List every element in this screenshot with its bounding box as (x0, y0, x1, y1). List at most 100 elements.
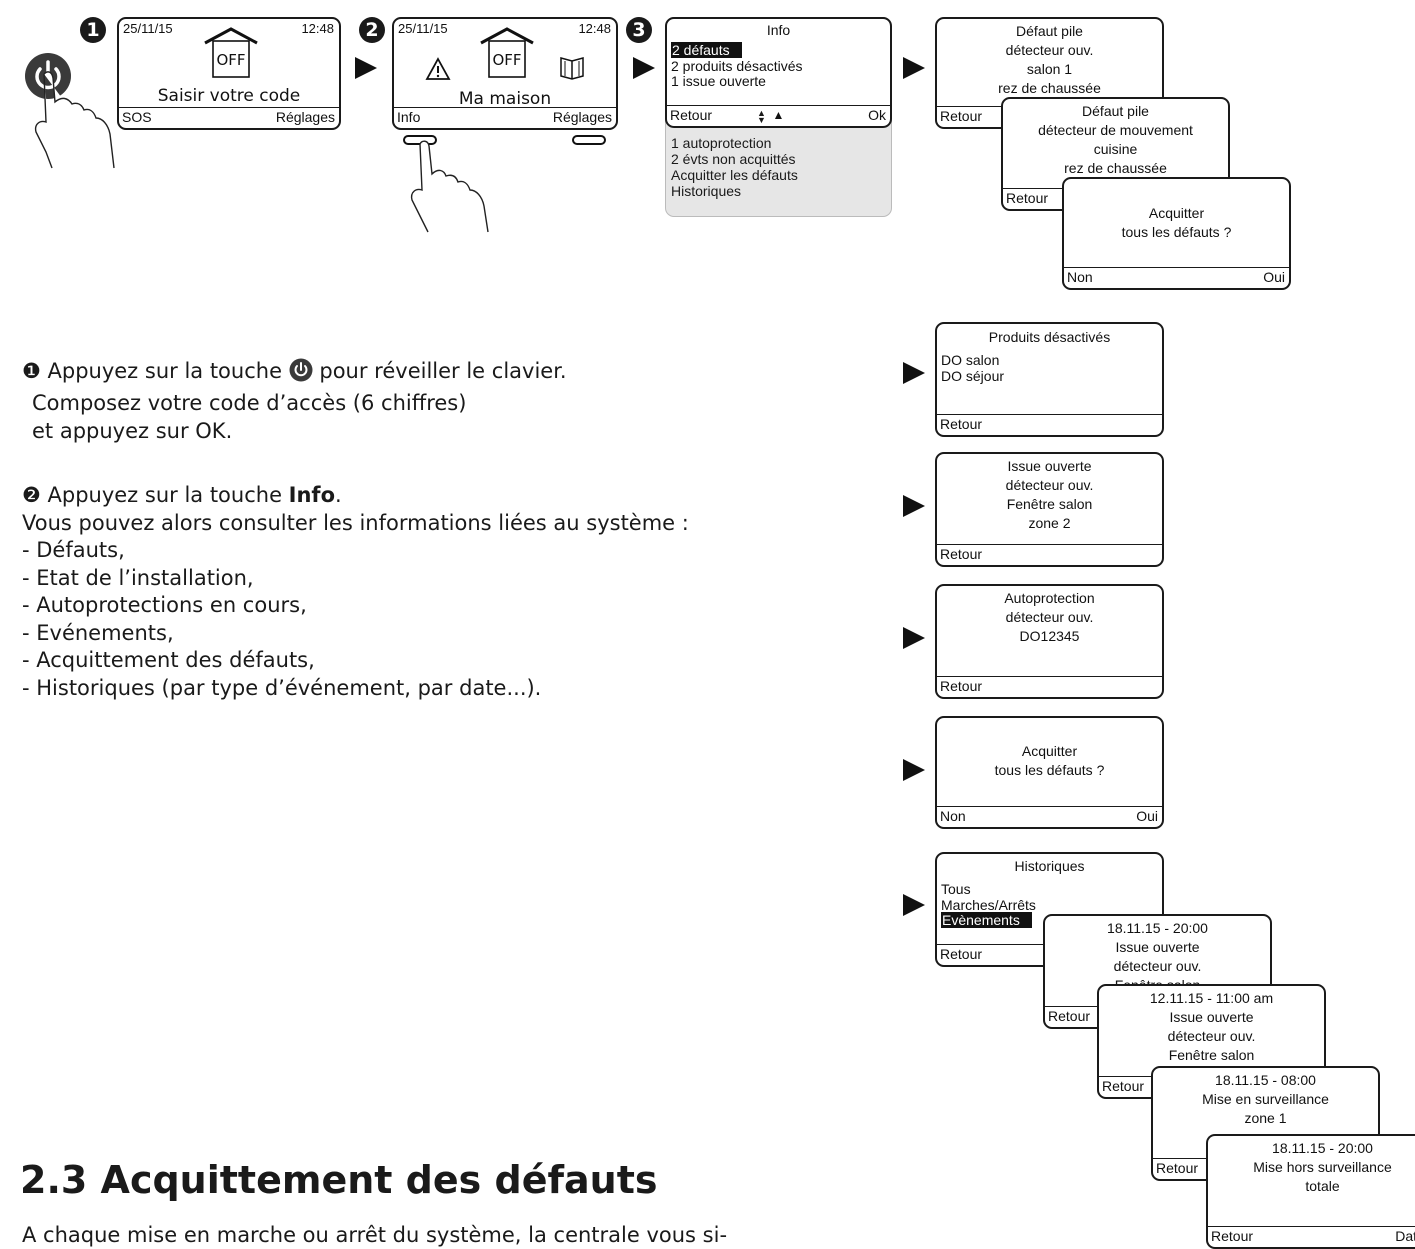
fault-line: rez de chaussée (1064, 160, 1167, 176)
event-line: zone 1 (1244, 1110, 1287, 1126)
event-line: Issue ouverte (1115, 939, 1200, 955)
screen-title: Ma maison (458, 89, 552, 109)
menu-item-acknowledge-faults[interactable]: Acquitter les défauts (671, 167, 798, 183)
list-item: - Historiques (par type d’événement, par… (22, 675, 542, 700)
screen-date: 25/11/15 (123, 21, 173, 36)
no-softkey[interactable]: Non (1067, 269, 1093, 285)
info-line: zone 2 (1028, 515, 1071, 531)
info-line: détecteur ouv. (1005, 477, 1094, 493)
arrow-right-icon (355, 57, 377, 79)
menu-item-unacknowledged[interactable]: 2 évts non acquittés (671, 151, 796, 167)
arrow-right-icon (903, 894, 925, 916)
step-3-badge: 3 (626, 17, 652, 43)
screen-date: 25/11/15 (398, 21, 448, 36)
event-line: détecteur ouv. (1113, 958, 1202, 974)
warning-icon (425, 57, 451, 84)
ok-softkey[interactable]: Ok (868, 107, 886, 123)
info-softkey[interactable]: Info (397, 109, 421, 125)
text-line: Vous pouvez alors consulter les informat… (22, 510, 689, 535)
date-softkey[interactable]: Dat (1395, 1228, 1415, 1244)
power-button-icon (289, 358, 313, 389)
fault-line: cuisine (1093, 141, 1138, 157)
arrow-right-icon (903, 627, 925, 649)
list-item: - Autoprotections en cours, (22, 593, 307, 617)
screen-time: 12:48 (301, 21, 334, 36)
fault-line: Défaut pile (1082, 103, 1149, 119)
text-line: ❶ Appuyez sur la touche (22, 359, 282, 383)
list-item: - Etat de l’installation, (22, 565, 254, 590)
back-softkey[interactable]: Retour (1048, 1008, 1091, 1024)
fault-line: rez de chaussée (998, 80, 1101, 96)
screen-event-2: 12.11.15 - 11:00 am Issue ouverte détect… (1097, 984, 1326, 1099)
info-line: Fenêtre salon (1006, 496, 1093, 512)
info-line: détecteur ouv. (1005, 609, 1094, 625)
event-line: 18.11.15 - 20:00 (1107, 920, 1208, 936)
no-softkey[interactable]: Non (940, 808, 966, 824)
settings-softkey[interactable]: Réglages (275, 109, 335, 125)
screen-tamper: Autoprotection détecteur ouv. DO12345 Re… (935, 584, 1164, 699)
fault-line: salon 1 (1026, 61, 1073, 77)
back-softkey[interactable]: Retour (1102, 1078, 1145, 1094)
step-2-badge: 2 (359, 17, 385, 43)
screen-disabled-products: Produits désactivés DO salon DO séjour R… (935, 322, 1164, 437)
list-item: - Evénements, (22, 620, 174, 645)
back-softkey[interactable]: Retour (940, 108, 983, 124)
back-softkey[interactable]: Retour (1006, 190, 1049, 206)
info-line: Issue ouverte (1007, 458, 1092, 474)
confirm-line: tous les défauts ? (994, 762, 1105, 778)
settings-key-button[interactable] (572, 135, 606, 145)
screen-acknowledge-confirm-2: Acquitter tous les défauts ? Non Oui (935, 716, 1164, 829)
screen-time: 12:48 (578, 21, 611, 36)
confirm-line: tous les défauts ? (1121, 224, 1232, 240)
menu-title: Info (766, 22, 791, 38)
event-line: 18.11.15 - 08:00 (1215, 1072, 1316, 1088)
fault-line: détecteur de mouvement (1038, 122, 1193, 138)
text-line: Composez votre code d’accès (6 chiffres) (32, 391, 467, 415)
updown-arrows-icon: ▲▼ (757, 108, 766, 125)
text-line: . (335, 483, 342, 507)
back-softkey[interactable]: Retour (940, 678, 983, 694)
text-line: ❷ Appuyez sur la touche (22, 483, 289, 507)
step-1-badge: 1 (80, 17, 106, 43)
settings-softkey[interactable]: Réglages (552, 109, 612, 125)
arrow-right-icon (903, 759, 925, 781)
sos-softkey[interactable]: SOS (122, 109, 152, 125)
event-line: 12.11.15 - 11:00 am (1149, 990, 1274, 1006)
list-item: - Défauts, (22, 538, 125, 562)
back-softkey[interactable]: Retour (1211, 1228, 1254, 1244)
yes-softkey[interactable]: Oui (1263, 269, 1285, 285)
list-item: - Acquittement des défauts, (22, 648, 315, 672)
scroll-updown-icon: ▲ (772, 108, 785, 122)
screen-open-exit: Issue ouverte détecteur ouv. Fenêtre sal… (935, 452, 1164, 567)
fault-line: détecteur ouv. (1005, 42, 1094, 58)
back-softkey[interactable]: Retour (940, 546, 983, 562)
product-item[interactable]: DO salon (941, 352, 1000, 368)
arrow-right-icon (903, 362, 925, 384)
back-softkey[interactable]: Retour (940, 946, 983, 962)
history-item-events[interactable]: Evènements (941, 912, 1032, 928)
menu-item-history[interactable]: Historiques (671, 183, 742, 199)
event-line: détecteur ouv. (1167, 1028, 1256, 1044)
menu-item-tamper[interactable]: 1 autoprotection (671, 135, 772, 151)
screen-code-entry: 25/11/15 12:48 OFF Saisir votre code SOS… (117, 17, 341, 130)
back-softkey[interactable]: Retour (670, 107, 713, 123)
back-softkey[interactable]: Retour (1156, 1160, 1199, 1176)
screen-title: Historiques (1014, 858, 1085, 874)
menu-item-faults[interactable]: 2 défauts (671, 42, 742, 58)
back-softkey[interactable]: Retour (940, 416, 983, 432)
event-line: Mise hors surveillance (1253, 1159, 1392, 1175)
menu-item-open-exit[interactable]: 1 issue ouverte (671, 73, 766, 89)
product-item[interactable]: DO séjour (941, 368, 1005, 384)
event-line: totale (1305, 1178, 1340, 1194)
info-line: DO12345 (1019, 628, 1080, 644)
arrow-right-icon (903, 495, 925, 517)
history-item-all[interactable]: Tous (941, 881, 971, 897)
menu-item-disabled-products[interactable]: 2 produits désactivés (671, 57, 803, 74)
section-paragraph: A chaque mise en marche ou arrêt du syst… (22, 1223, 728, 1247)
yes-softkey[interactable]: Oui (1136, 808, 1158, 824)
history-item-on-off[interactable]: Marches/Arrêts (941, 896, 1036, 913)
confirm-line: Acquitter (1148, 205, 1205, 221)
power-key-icon (22, 52, 118, 175)
confirm-line: Acquitter (1021, 743, 1078, 759)
